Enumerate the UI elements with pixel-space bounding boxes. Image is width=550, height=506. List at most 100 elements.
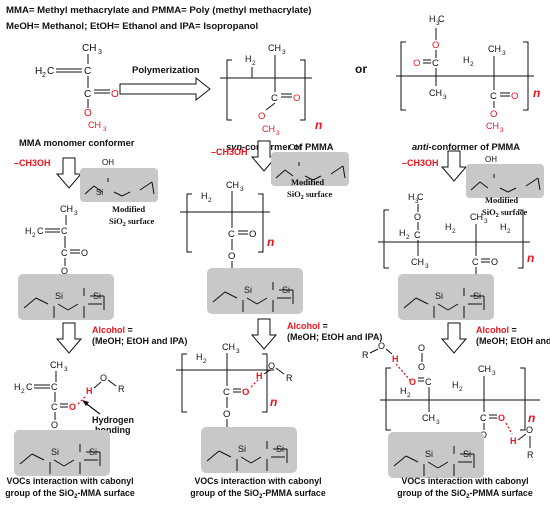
hydrogen-label: Hydrogen [92,415,134,425]
bonding-label: bonding [95,425,131,435]
caption-1-line-2: group of the SiO2-MMA surface [5,488,135,500]
svg-text:3: 3 [443,94,447,101]
svg-text:H: H [14,382,21,392]
svg-text:3: 3 [74,210,78,217]
svg-text:Si: Si [96,188,103,197]
svg-text:C: C [61,248,68,258]
svg-text:H: H [500,222,507,232]
svg-text:Si: Si [238,444,246,454]
svg-text:O: O [491,257,498,267]
svg-text:O: O [418,343,425,353]
n-subscript: n [315,118,322,132]
svg-text:2: 2 [208,197,212,204]
sio2-surface-label-3: SiO2 surface [482,207,527,219]
minus-ch3oh-1: –CH3OH [14,158,51,168]
svg-text:Modified: Modified [112,204,145,214]
svg-text:H: H [452,380,459,390]
svg-text:R: R [118,384,125,394]
svg-text:OH: OH [102,158,114,167]
svg-text:2: 2 [42,72,46,79]
svg-text:3: 3 [240,186,244,193]
svg-text:2: 2 [406,234,410,241]
minus-ch3oh-2: –CH3OH [211,147,248,157]
svg-text:Si: Si [244,285,252,295]
svg-text:H: H [196,352,203,362]
abbrev-line-2: MeOH= Methanol; EtOH= Ethanol and IPA= I… [6,21,258,32]
svg-text:O: O [293,93,300,104]
svg-text:O: O [61,266,68,276]
svg-text:2: 2 [252,60,256,67]
svg-text:O: O [100,373,107,383]
svg-text:2: 2 [452,228,456,235]
svg-text:H C: H C [429,14,445,24]
svg-text:3: 3 [502,50,506,57]
svg-text:O: O [249,229,256,240]
svg-text:O: O [84,108,92,119]
svg-text:CH: CH [60,204,73,214]
svg-text:3: 3 [436,20,440,27]
syn-pmma-label: syn-conformer of PMMA [226,142,334,152]
svg-text:3: 3 [64,366,68,373]
caption-3-line-1: VOCs interaction with cabonyl [401,476,528,486]
svg-text:n: n [270,395,277,409]
carbonyl-o: O [111,89,119,100]
svg-text:Si: Si [93,291,101,301]
svg-text:H: H [445,222,452,232]
svg-text:C: C [223,387,230,398]
alcohol-list-1: (MeOH; EtOH and IPA) [92,336,187,346]
svg-text:O: O [258,111,265,122]
alcohol-list-2: (MeOH; EtOH and IPA) [287,332,382,342]
svg-text:C: C [480,413,487,423]
svg-text:Modified: Modified [485,195,518,205]
svg-text:2: 2 [470,61,474,68]
svg-text:O: O [413,58,420,69]
svg-text:3: 3 [425,263,429,270]
caption-3-line-2: group of the SiO2-PMMA surface [397,488,533,500]
down-arrow-4 [56,322,82,354]
minus-ch3oh-3: –CH3OH [402,158,439,168]
svg-text:H: H [201,191,208,201]
svg-text:2: 2 [203,358,207,365]
svg-text:Si: Si [55,291,63,301]
svg-text:2: 2 [407,392,411,399]
syn-pmma-structure: H 2 CH 3 C O O CH 3 n [220,43,322,137]
svg-text:O: O [268,361,275,371]
svg-text:CH: CH [429,88,442,98]
svg-text:3: 3 [436,419,440,426]
svg-text:C: C [228,229,235,240]
svg-text:2: 2 [507,228,511,235]
svg-text:H: H [245,54,252,64]
svg-text:C: C [37,226,44,236]
ch3-subscript: 3 [98,49,102,56]
svg-text:3: 3 [236,348,240,355]
down-arrow-5 [251,318,277,350]
modified-sio2-box-1 [79,167,159,203]
abbrev-line-1: MMA= Methyl methacrylate and PMMA= Poly … [6,5,311,16]
svg-text:Si: Si [276,444,284,454]
svg-text:n: n [533,86,540,100]
svg-text:O: O [511,91,518,102]
svg-text:CH: CH [478,364,491,374]
svg-text:O: O [526,425,533,435]
polymerization-label: Polymerization [132,65,200,76]
svg-text:2: 2 [459,386,463,393]
mma-hbond-structure: CH 3 H 2 C C C O O H O R [14,360,125,437]
svg-text:O: O [51,420,58,430]
svg-text:Si: Si [89,447,97,457]
svg-text:3: 3 [103,126,107,133]
polymerization-arrow [119,76,211,102]
svg-text:CH: CH [268,43,281,53]
och3-label: CH [88,120,101,130]
c-atom: C [84,66,91,77]
svg-text:3: 3 [276,130,280,137]
svg-text:C: C [425,377,432,387]
alcohol-label-1: Alcohol = [92,325,133,335]
svg-text:C: C [490,91,497,102]
svg-text:CH: CH [262,124,275,134]
sio2-mma-structure: CH 3 H 2 C C C O O [25,204,88,282]
alcohol-list-3: (MeOH; EtOH and IPA) [476,336,550,346]
svg-text:H: H [392,354,399,364]
svg-text:O: O [490,109,497,120]
svg-text:C: C [414,230,421,240]
